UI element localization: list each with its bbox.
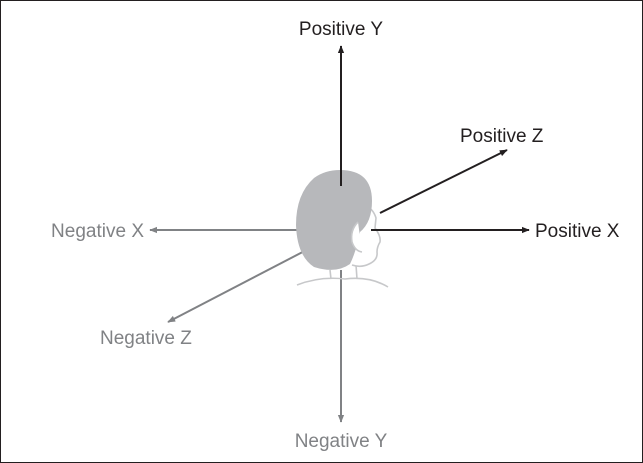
label-positive-z: Positive Z [460,126,544,147]
negative-z-axis [167,243,319,323]
label-positive-x: Positive X [535,221,620,242]
ear-shape [350,221,363,253]
head-figure [296,170,389,288]
neck-outline [329,264,358,280]
positive-z-axis [379,149,508,214]
label-negative-y: Negative Y [295,431,388,452]
label-positive-y: Positive Y [299,19,383,40]
label-negative-x: Negative X [51,221,144,242]
label-negative-z: Negative Z [100,328,192,349]
shoulder-outline [296,277,389,288]
